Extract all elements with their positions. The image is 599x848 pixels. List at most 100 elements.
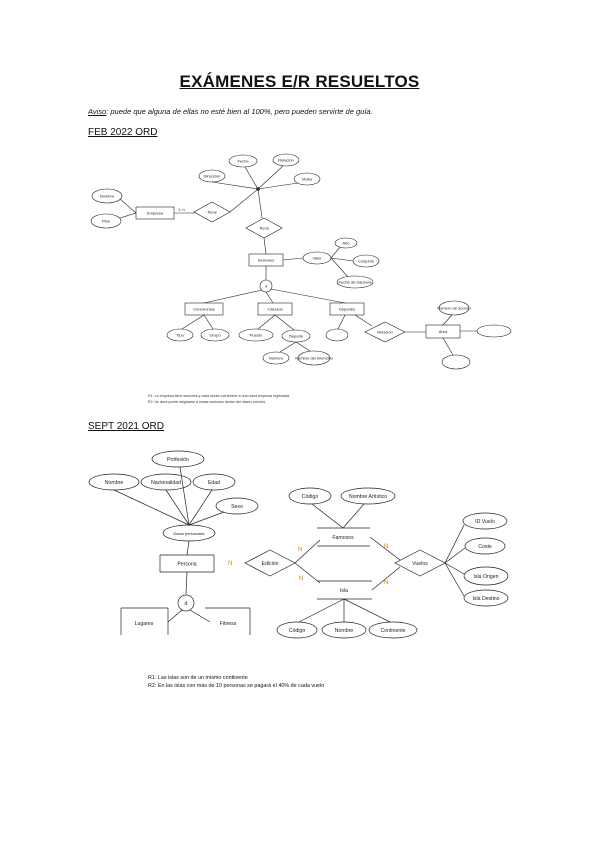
notice-label: Aviso [88, 107, 107, 116]
section-heading-sept2021: SEPT 2021 ORD [88, 421, 164, 432]
attr-continente: Continente [368, 621, 418, 639]
entity-sesiones: Sesiones [248, 253, 284, 267]
svg-text:ID Vuelo: ID Vuelo [475, 519, 495, 525]
attr-codigo-isla: Código [276, 621, 318, 639]
notice-line: Aviso: puede que alguna de ellas no esté… [88, 107, 373, 116]
attr-numero-acceso: Número de acceso [437, 300, 472, 316]
attr-datos-personales: Datos personales [162, 524, 216, 542]
attr-relacion-top: Relación [272, 153, 300, 167]
rel-tiene-left: Tiene [193, 201, 231, 223]
svg-text:Tipo: Tipo [176, 333, 184, 338]
svg-text:Profesión: Profesión [167, 457, 189, 463]
attr-id-vuelo: ID Vuelo [462, 512, 508, 530]
note-r1-feb: R1: La empresa tiene sesiones y cada ses… [148, 394, 290, 398]
svg-text:Tiene: Tiene [259, 226, 270, 231]
svg-text:Edad: Edad [208, 480, 220, 486]
entity-isla: Isla [317, 580, 372, 600]
svg-text:Empresa: Empresa [147, 211, 164, 216]
attr-area-right [476, 324, 512, 338]
note-r1-sept: R1: Las islas son de un mismo continente [148, 675, 248, 681]
svg-text:Valor: Valor [312, 256, 322, 261]
svg-text:Multa: Multa [302, 177, 313, 182]
attr-deporte: Deporte [281, 329, 311, 343]
svg-text:Puesto: Puesto [250, 333, 263, 338]
rel-edicion: Edición [244, 549, 296, 577]
entity-ceremonias: Ceremonias [184, 302, 224, 316]
svg-text:Isla Destino: Isla Destino [472, 596, 499, 602]
entity-empresa: Empresa [135, 206, 175, 220]
attr-coste: Coste [464, 537, 506, 555]
attr-grupo: Grupo [200, 328, 230, 342]
attr-nombre-isla: Nombre [321, 621, 367, 639]
svg-text:Deportes: Deportes [339, 307, 355, 312]
svg-text:Plan: Plan [102, 219, 110, 224]
attr-valor: Valor [302, 251, 332, 265]
rel-vuelos: Vuelos [394, 549, 446, 577]
entity-famosos: Famosos [317, 527, 370, 547]
svg-text:Persona: Persona [177, 562, 196, 568]
svg-text:Fecha de clausura: Fecha de clausura [339, 280, 373, 285]
card-edicion-isla: N [299, 576, 303, 582]
note-r2-feb: R2: Un área puede asignarse a varias ses… [148, 400, 266, 404]
svg-text:Sesiones: Sesiones [258, 258, 274, 263]
entity-persona: Persona [159, 554, 215, 573]
svg-text:Área: Área [439, 329, 448, 334]
svg-text:1..n: 1..n [178, 207, 185, 212]
section-heading-feb2022: FEB 2022 ORD [88, 127, 158, 138]
svg-text:Famosos: Famosos [332, 535, 354, 541]
entity-deportes: Deportes [329, 302, 365, 316]
attr-ano: Año [334, 237, 358, 249]
svg-text:Nombre Artístico: Nombre Artístico [349, 494, 387, 500]
svg-text:Año: Año [342, 241, 350, 246]
svg-text:Fecha: Fecha [237, 159, 249, 164]
attr-nombre-artistico: Nombre Artístico [340, 487, 396, 505]
svg-text:Ceremonias: Ceremonias [193, 307, 215, 312]
attr-deportes-key [325, 328, 349, 342]
svg-text:Relación: Relación [377, 330, 393, 335]
attr-nombre-empresa: Nombre [91, 188, 123, 204]
attr-area-bottom [441, 354, 471, 370]
attr-nombre-persona: Nombre [88, 473, 140, 491]
notice-text: : puede que alguna de ellas no esté bien… [106, 107, 373, 116]
svg-text:Deporte: Deporte [289, 334, 304, 339]
svg-text:Grupo: Grupo [209, 333, 221, 338]
diagram-sept2021: Profesión Nombre Nacionalidad Edad Sexo [88, 450, 509, 689]
svg-text:Dirección: Dirección [204, 174, 221, 179]
svg-text:Edición: Edición [261, 561, 278, 567]
svg-text:Código: Código [302, 494, 319, 500]
svg-text:Conjunto: Conjunto [358, 259, 375, 264]
svg-text:Coste: Coste [478, 544, 492, 550]
svg-text:Número: Número [269, 356, 284, 361]
card-famosos-vuelos: N [384, 544, 388, 550]
attr-numero: Número [262, 351, 290, 365]
svg-text:Nombre: Nombre [335, 628, 354, 634]
attr-direccion: Dirección [198, 169, 226, 183]
svg-text:Sexo: Sexo [231, 504, 243, 510]
svg-text:Nombre del Intensivo: Nombre del Intensivo [295, 356, 334, 361]
svg-text:Tiene: Tiene [207, 210, 218, 215]
svg-text:Datos personales: Datos personales [173, 531, 204, 536]
attr-puesto: Puesto [238, 328, 274, 342]
entity-calculos: Cálculos [257, 302, 293, 316]
entity-area: Área [425, 324, 461, 339]
attr-conjunto: Conjunto [352, 254, 380, 268]
attr-isla-destino: Isla Destino [463, 589, 509, 607]
document-title: EXÁMENES E/R RESUELTOS [179, 72, 420, 91]
svg-text:Isla: Isla [340, 588, 348, 594]
svg-text:Isla Origen: Isla Origen [473, 574, 498, 580]
svg-text:Continente: Continente [380, 628, 405, 634]
svg-text:Nombre: Nombre [100, 194, 115, 199]
svg-text:d: d [265, 284, 267, 289]
attr-sexo: Sexo [215, 497, 259, 515]
attr-multa: Multa [293, 172, 321, 186]
disjoint-circle-sept: d [177, 594, 195, 612]
rel-tiene-center: Tiene [245, 217, 283, 239]
svg-text:Código: Código [289, 628, 306, 634]
svg-text:Vuelos: Vuelos [412, 561, 428, 567]
attr-tipo: Tipo [166, 328, 194, 342]
card-isla-vuelos: N [384, 580, 388, 586]
svg-text:Nacionalidad: Nacionalidad [151, 480, 181, 486]
attr-profesion: Profesión [151, 450, 205, 468]
